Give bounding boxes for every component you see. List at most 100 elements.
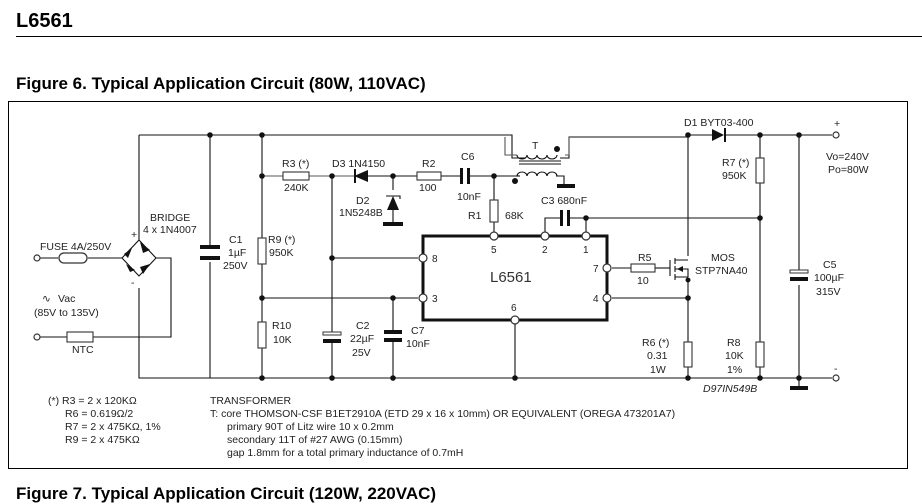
transformer-notes: TRANSFORMER T: core THOMSON-CSF B1ET2910… — [210, 395, 675, 459]
r5-name: R5 — [638, 252, 652, 264]
d2-value: 1N5248B — [339, 207, 383, 219]
output-plus: + — [834, 118, 840, 130]
r1-name: R1 — [468, 210, 482, 222]
bridge-value: 4 x 1N4007 — [143, 224, 197, 236]
capacitor-c2 — [322, 331, 342, 343]
resistor-notes: (*) R3 = 2 x 120KΩ R6 = 0.619Ω/2 R7 = 2 … — [48, 395, 161, 446]
transformer-primary: primary 90T of Litz wire 10 x 0.2mm — [227, 421, 394, 433]
r9-value: 950K — [269, 247, 294, 259]
vac-range: (85V to 135V) — [34, 307, 99, 319]
bridge-minus: - — [131, 277, 135, 289]
transformer-heading: TRANSFORMER — [210, 395, 292, 407]
c7-value: 10nF — [406, 338, 430, 350]
r7-name: R7 (*) — [722, 157, 749, 169]
d1-label: D1 BYT03-400 — [684, 117, 754, 129]
diode-d1 — [712, 128, 726, 142]
c6-value: 10nF — [457, 191, 481, 203]
ground-symbols — [383, 184, 808, 390]
ic-label: L6561 — [490, 269, 532, 286]
junction-dots — [207, 132, 802, 381]
transformer-secondary: secondary 11T of #27 AWG (0.15mm) — [227, 434, 402, 446]
c6-name: C6 — [461, 151, 475, 163]
note-r9: R9 = 2 x 475KΩ — [65, 434, 140, 446]
r6-value: 0.31 — [647, 350, 668, 362]
c7-name: C7 — [411, 325, 425, 337]
pin-7: 7 — [593, 264, 599, 275]
capacitor-c1 — [200, 245, 220, 260]
resistor-r2 — [416, 171, 442, 181]
r2-value: 100 — [419, 182, 437, 194]
ntc-thermistor — [66, 331, 94, 343]
header-divider — [16, 36, 922, 37]
transformer-core: T: core THOMSON-CSF B1ET2910A (ETD 29 x … — [210, 408, 675, 420]
bridge-name: BRIDGE — [150, 212, 190, 224]
c1-voltage: 250V — [223, 260, 248, 272]
page-header-title: L6561 — [16, 10, 73, 32]
bridge-rectifier — [121, 239, 157, 277]
r3-value: 240K — [284, 182, 309, 194]
mosfet — [669, 258, 689, 280]
fuse — [58, 252, 88, 264]
r10-name: R10 — [272, 320, 291, 332]
resistor-r3 — [282, 171, 310, 181]
c2-voltage: 25V — [352, 347, 371, 359]
wires — [40, 134, 832, 379]
r8-name: R8 — [727, 337, 741, 349]
output-power: Po=80W — [828, 164, 869, 176]
r8-value: 10K — [725, 350, 744, 362]
r2-name: R2 — [422, 158, 436, 170]
r6-name: R6 (*) — [642, 337, 669, 349]
resistor-r1 — [489, 199, 499, 223]
r6-power: 1W — [650, 364, 666, 376]
resistor-r9 — [257, 237, 267, 265]
output-voltage: Vo=240V — [826, 151, 869, 163]
ntc-label: NTC — [72, 344, 94, 356]
pin-2: 2 — [542, 245, 548, 256]
capacitor-c3 — [560, 210, 570, 226]
pin-6: 6 — [511, 303, 517, 314]
r3-name: R3 (*) — [282, 158, 309, 170]
note-r3: (*) R3 = 2 x 120KΩ — [48, 395, 137, 407]
ac-symbol-icon: ∿ — [42, 293, 51, 305]
resistor-r10 — [257, 321, 267, 349]
pin-3: 3 — [432, 294, 438, 305]
figure-frame — [8, 101, 908, 469]
pin-5: 5 — [491, 245, 497, 256]
c5-voltage: 315V — [816, 286, 841, 298]
output-minus: - — [834, 363, 838, 375]
c5-value: 100µF — [814, 272, 844, 284]
pin-1: 1 — [583, 245, 589, 256]
r8-tolerance: 1% — [727, 364, 742, 376]
ic-l6561 — [418, 231, 612, 325]
capacitor-c7 — [384, 330, 402, 342]
resistor-r6 — [683, 341, 693, 368]
terminals — [33, 131, 840, 382]
transformer-t — [504, 137, 570, 184]
note-r6: R6 = 0.619Ω/2 — [65, 408, 133, 420]
mos-name: MOS — [711, 252, 735, 264]
c1-value: 1µF — [228, 247, 246, 259]
diode-d3 — [354, 169, 368, 183]
capacitor-c5 — [789, 269, 809, 281]
r10-value: 10K — [273, 334, 292, 346]
drawing-code: D97IN549B — [703, 383, 757, 395]
note-r7: R7 = 2 x 475KΩ, 1% — [65, 421, 161, 433]
fuse-label: FUSE 4A/250V — [40, 241, 111, 253]
pin-4: 4 — [593, 294, 599, 305]
zener-d2 — [386, 195, 401, 210]
r1-value: 68K — [505, 210, 524, 222]
mos-value: STP7NA40 — [695, 265, 748, 277]
r5-value: 10 — [637, 275, 649, 287]
pin-8: 8 — [432, 254, 438, 265]
resistor-r5 — [630, 263, 656, 273]
transformer-label: T — [532, 140, 539, 152]
resistor-r7 — [755, 157, 765, 184]
vac-label: Vac — [58, 293, 75, 305]
r7-value: 950K — [722, 170, 747, 182]
c1-name: C1 — [229, 234, 243, 246]
resistor-r8 — [755, 341, 765, 368]
c5-name: C5 — [823, 259, 837, 271]
c3-label: C3 680nF — [541, 195, 587, 207]
d3-label: D3 1N4150 — [332, 158, 385, 170]
